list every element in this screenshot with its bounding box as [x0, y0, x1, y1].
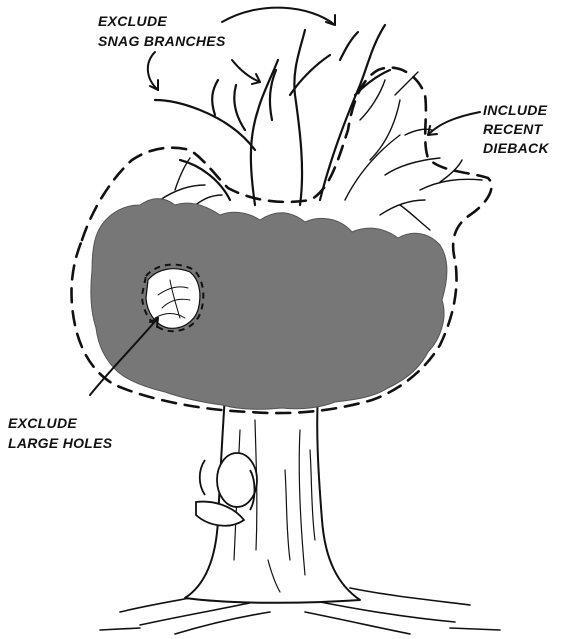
label-exclude-holes: EXCLUDE LARGE HOLES [8, 415, 113, 451]
snag-branches [155, 25, 390, 205]
label-snag-line-2: SNAG BRANCHES [98, 33, 226, 49]
live-crown-shaded [91, 199, 447, 410]
dieback-twigs [345, 72, 482, 230]
label-holes-line-1: EXCLUDE [8, 415, 77, 431]
label-exclude-snag: EXCLUDE SNAG BRANCHES [98, 13, 226, 49]
label-dieback-line-2: RECENT [483, 121, 544, 137]
label-dieback-line-1: INCLUDE [483, 102, 548, 118]
label-include-dieback: INCLUDE RECENT DIEBACK [483, 102, 549, 156]
label-dieback-line-3: DIEBACK [483, 140, 549, 156]
tree-trunk [185, 395, 360, 603]
label-snag-line-1: EXCLUDE [98, 13, 167, 29]
label-holes-line-2: LARGE HOLES [8, 435, 113, 451]
